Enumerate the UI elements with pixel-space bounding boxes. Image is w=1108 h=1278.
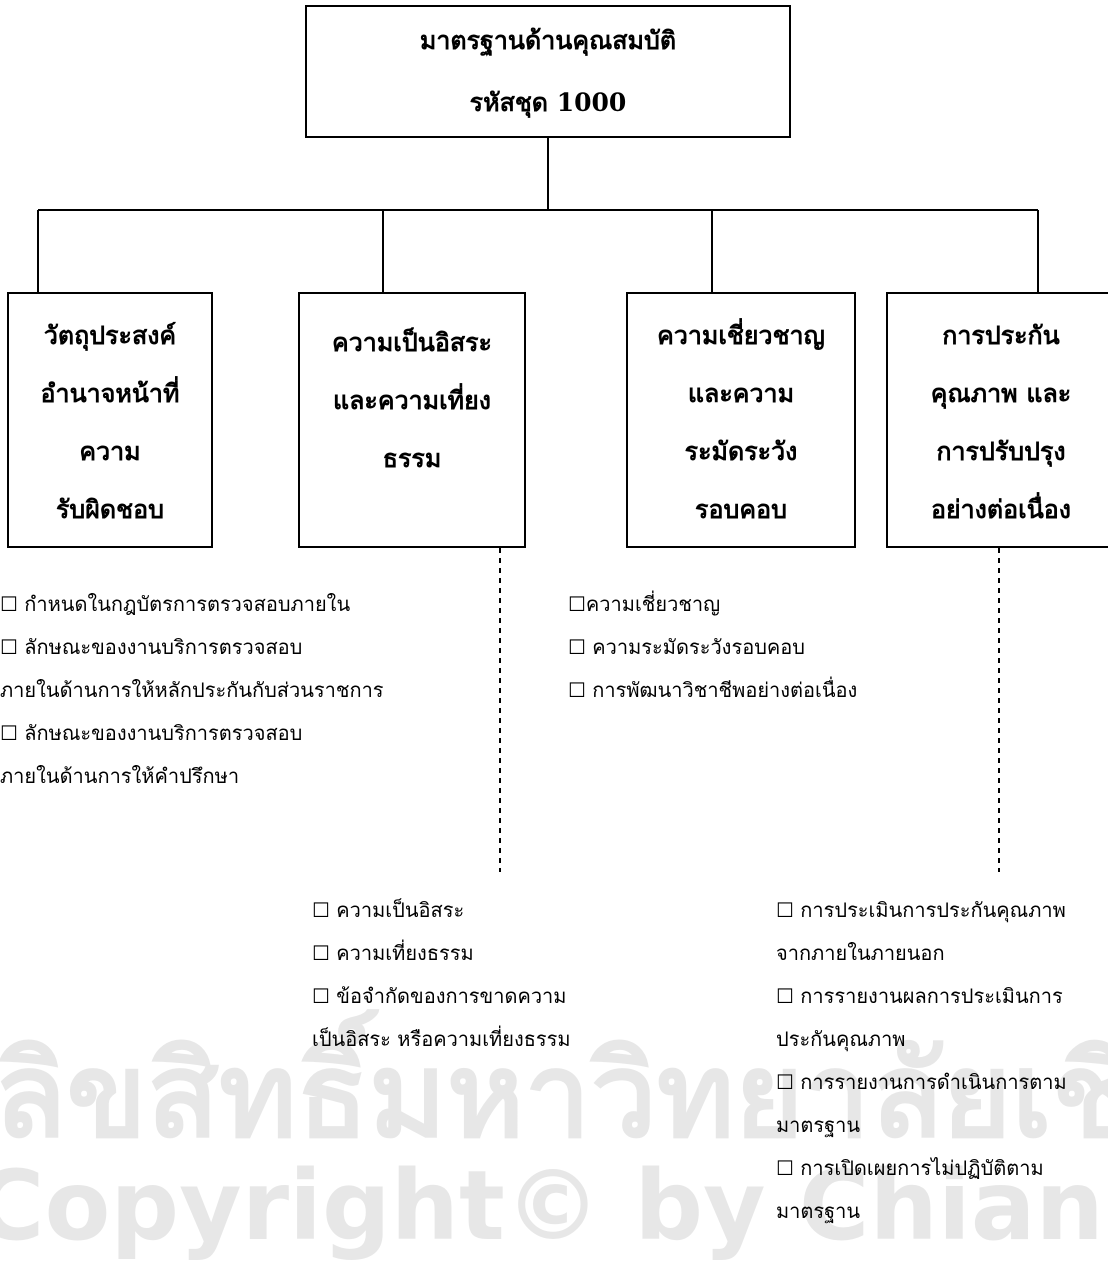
child-line: การประกัน <box>942 321 1060 350</box>
child-line: ความเป็นอิสระ <box>332 328 492 357</box>
list-item: ☐ การเปิดเผยการไม่ปฏิบัติตาม <box>776 1156 1044 1180</box>
list-item: ☐ ข้อจำกัดของการขาดความ <box>312 984 567 1008</box>
child-box-quality-assurance: การประกัน คุณภาพ และ การปรับปรุง อย่างต่… <box>886 292 1108 548</box>
list-quality-assurance: ☐ การประเมินการประกันคุณภาพ จากภายในภายน… <box>776 889 1067 1233</box>
list-item: ☐ การพัฒนาวิชาชีพอย่างต่อเนื่อง <box>568 678 858 702</box>
child-line: ธรรม <box>382 444 442 473</box>
child-line: และความเที่ยง <box>332 386 492 415</box>
child-line: รับผิดชอบ <box>55 495 165 524</box>
list-independence: ☐ ความเป็นอิสระ ☐ ความเที่ยงธรรม ☐ ข้อจำ… <box>312 889 571 1061</box>
watermark-thai: ลิขสิทธิ์มหาวิทยาลัยเชียงใหม่ <box>0 1026 1108 1164</box>
list-item: ☐ความเชี่ยวชาญ <box>568 592 721 616</box>
list-proficiency: ☐ความเชี่ยวชาญ ☐ ความระมัดระวังรอบคอบ ☐ … <box>568 583 857 712</box>
list-item: ☐ ความระมัดระวังรอบคอบ <box>568 635 805 659</box>
child-line: วัตถุประสงค์ <box>43 321 177 350</box>
child-line: รอบคอบ <box>695 495 787 524</box>
list-item: ☐ กำหนดในกฎบัตรการตรวจสอบภายใน <box>0 592 351 616</box>
list-item: ☐ การรายงานผลการประเมินการ <box>776 984 1063 1008</box>
child-line: ระมัดระวัง <box>684 437 798 466</box>
child-line: และความ <box>687 379 795 408</box>
list-item: เป็นอิสระ หรือความเที่ยงธรรม <box>312 1027 571 1051</box>
child-line: อำนาจหน้าที่ <box>40 379 180 408</box>
list-item: ประกันคุณภาพ <box>776 1027 906 1051</box>
list-item: มาตรฐาน <box>776 1113 861 1137</box>
list-purpose: ☐ กำหนดในกฎบัตรการตรวจสอบภายใน ☐ ลักษณะข… <box>0 583 384 798</box>
list-item: ☐ การรายงานการดำเนินการตาม <box>776 1070 1067 1094</box>
list-item: ☐ ความเที่ยงธรรม <box>312 941 474 965</box>
child-line: อย่างต่อเนื่อง <box>930 495 1071 524</box>
root-title: มาตรฐานด้านคุณสมบัติ <box>419 25 677 55</box>
list-item: ☐ ลักษณะของงานบริการตรวจสอบ <box>0 721 303 745</box>
root-box: มาตรฐานด้านคุณสมบัติ รหัสชุด 1000 <box>305 5 791 138</box>
list-item: ☐ ความเป็นอิสระ <box>312 898 465 922</box>
child-line: ความเชี่ยวชาญ <box>657 321 825 350</box>
child-line: การปรับปรุง <box>936 437 1066 466</box>
child-box-proficiency: ความเชี่ยวชาญ และความ ระมัดระวัง รอบคอบ <box>626 292 856 548</box>
child-box-independence: ความเป็นอิสระ และความเที่ยง ธรรม <box>298 292 526 548</box>
child-box-purpose: วัตถุประสงค์ อำนาจหน้าที่ ความ รับผิดชอบ <box>7 292 213 548</box>
list-item: ☐ การประเมินการประกันคุณภาพ <box>776 898 1066 922</box>
list-item: จากภายในภายนอก <box>776 941 945 965</box>
watermark-copyright: Copyright© by Chiang Mai University <box>0 1150 1108 1262</box>
root-code: รหัสชุด 1000 <box>469 87 627 117</box>
list-item: ภายในด้านการให้หลักประกันกับส่วนราชการ <box>0 678 384 702</box>
list-item: ☐ ลักษณะของงานบริการตรวจสอบ <box>0 635 303 659</box>
list-item: ภายในด้านการให้คำปรึกษา <box>0 764 240 788</box>
list-item: มาตรฐาน <box>776 1199 861 1223</box>
child-line: คุณภาพ และ <box>930 379 1072 408</box>
child-line: ความ <box>79 437 141 466</box>
